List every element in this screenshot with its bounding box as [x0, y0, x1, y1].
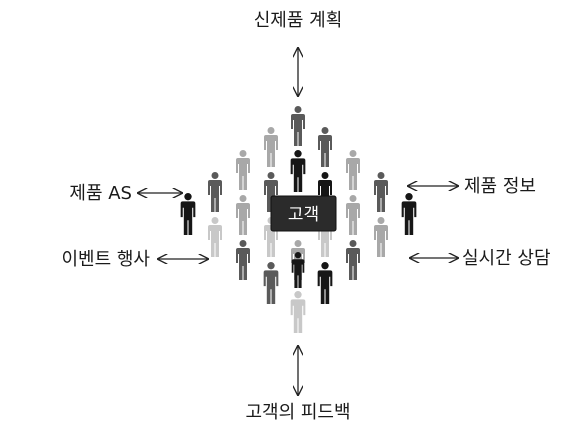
person-icon: [263, 262, 279, 304]
person-icon: [208, 172, 222, 212]
person-icon: [208, 217, 222, 257]
person-icon: [374, 217, 388, 257]
person-icon: [346, 150, 360, 190]
person-icon: [346, 195, 360, 235]
person-icon: [180, 193, 196, 235]
label-top: 신제품 계획: [254, 10, 343, 31]
person-icon: [317, 262, 333, 304]
label-right-upper: 제품 정보: [464, 176, 536, 197]
label-left-lower: 이벤트 행사: [61, 249, 150, 270]
person-icon: [291, 252, 305, 288]
center-box: 고객: [270, 195, 337, 232]
label-left-upper: 제품 AS: [69, 183, 132, 204]
center-label: 고객: [288, 205, 319, 225]
person-icon: [236, 240, 250, 280]
person-icon: [236, 195, 250, 235]
label-bottom: 고객의 피드백: [245, 402, 350, 423]
person-icon: [290, 150, 306, 192]
person-icon: [236, 150, 250, 190]
person-icon: [401, 193, 417, 235]
person-icon: [291, 106, 305, 146]
person-icon: [346, 240, 360, 280]
person-icon: [374, 172, 388, 212]
person-icon: [318, 127, 332, 167]
customer-crowd: [180, 106, 417, 333]
person-icon: [290, 291, 306, 333]
label-right-lower: 실시간 상담: [462, 248, 551, 269]
person-icon: [264, 127, 278, 167]
